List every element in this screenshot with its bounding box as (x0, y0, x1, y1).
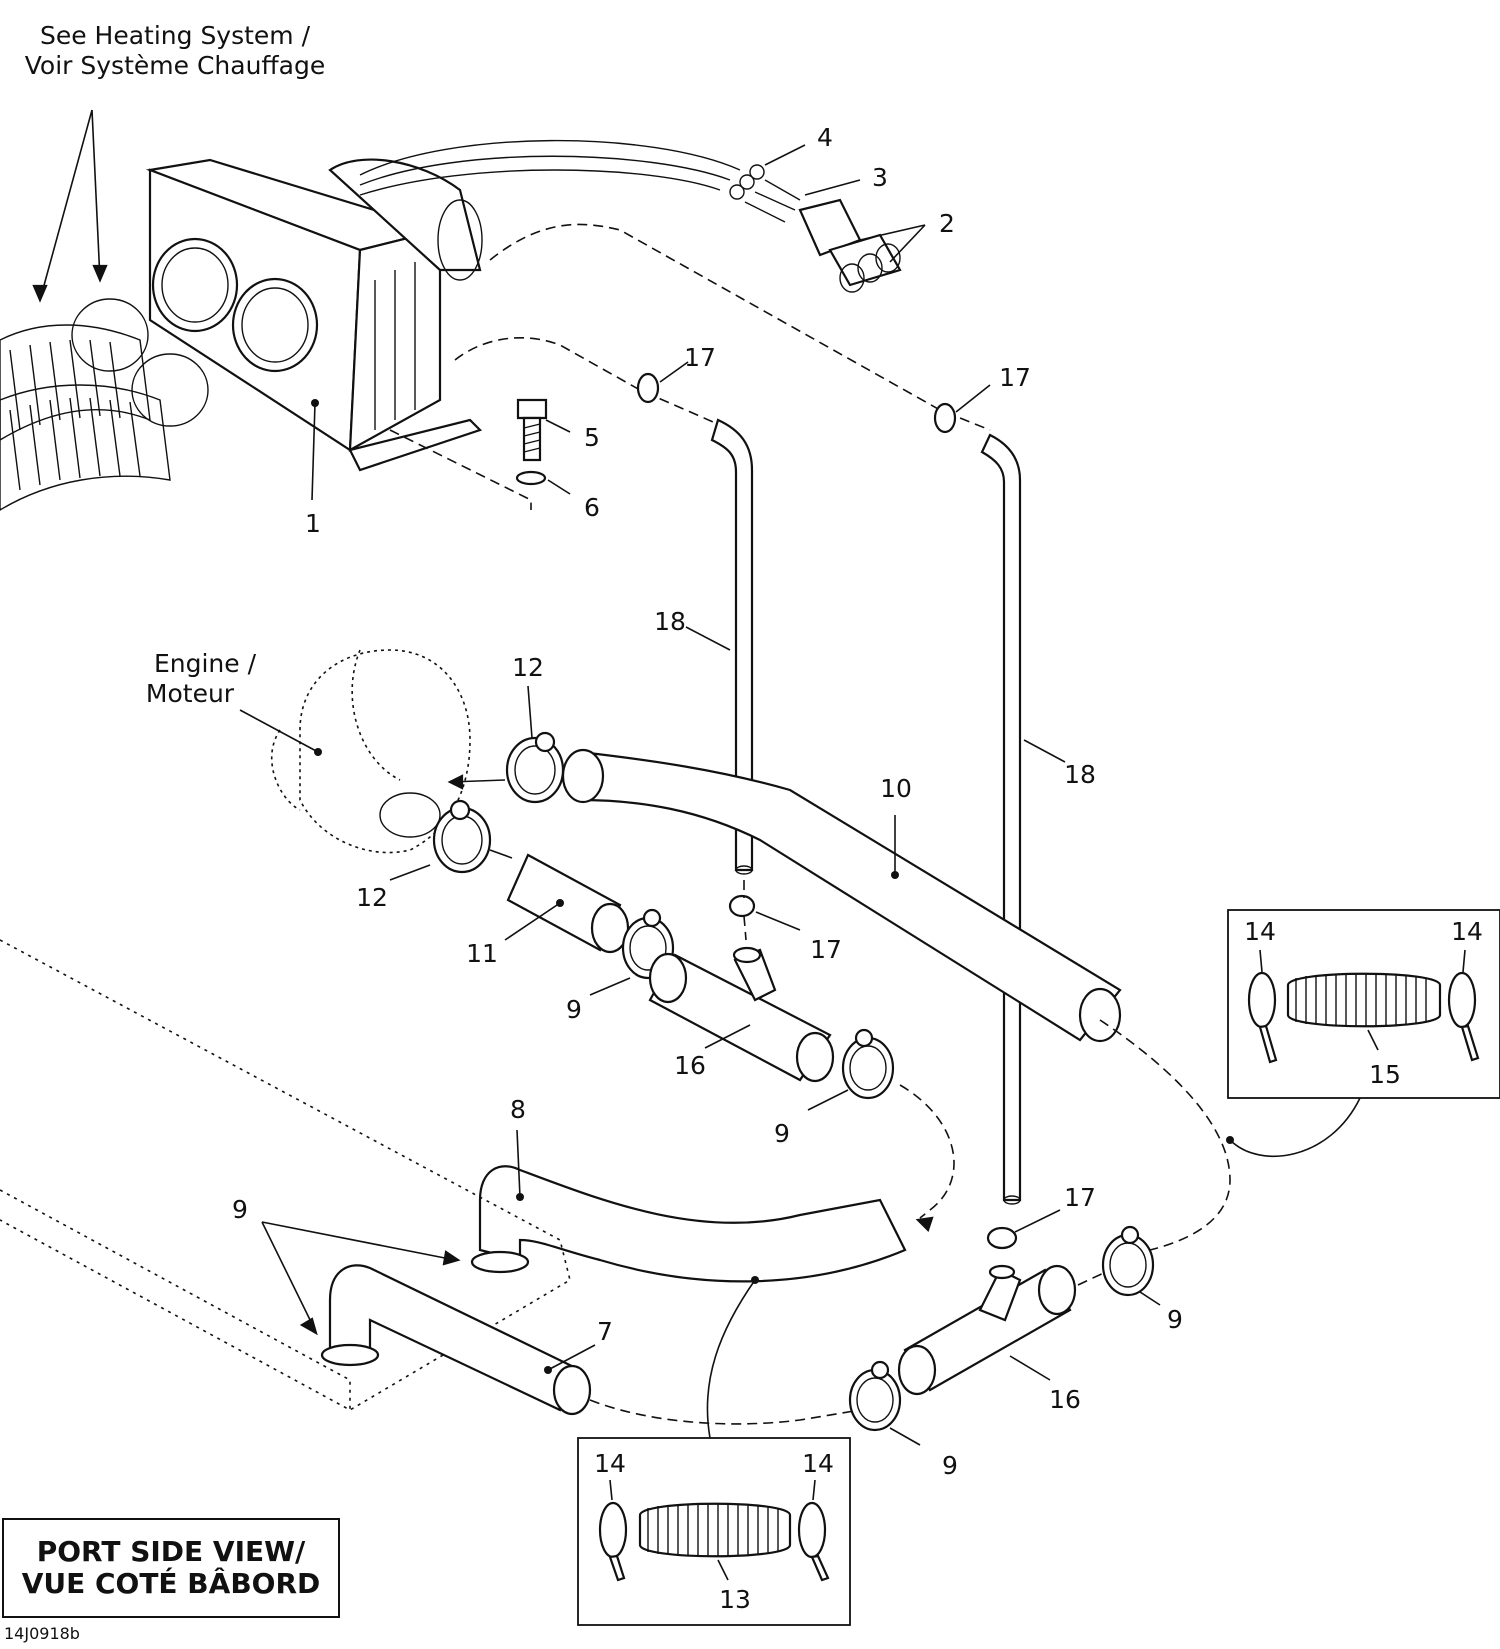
clamp-17-lower (986, 1226, 1018, 1250)
view-label-line1: PORT SIDE VIEW/ (36, 1535, 306, 1568)
clamp-9-hose7 (320, 1343, 380, 1367)
base-plate-outline (0, 939, 571, 1411)
hose-clamp-14-left-a (598, 1501, 628, 1559)
callout-16-lower: 16 (1049, 1385, 1081, 1414)
callout-4: 4 (817, 123, 833, 152)
callout-6: 6 (584, 493, 600, 522)
callout-7: 7 (597, 1317, 613, 1346)
hose-7 (328, 1264, 582, 1412)
callout-9-lower-right: 9 (1167, 1305, 1183, 1334)
view-label-line2: VUE COTÉ BÂBORD (21, 1567, 321, 1600)
bolt (516, 398, 548, 462)
duct-clamp-lower (131, 353, 209, 427)
leader-arrowheads (32, 264, 108, 303)
heating-system-note-line1: See Heating System / (40, 21, 311, 50)
callout-12-upper: 12 (512, 653, 544, 682)
hose-18-left (710, 418, 754, 872)
callout-14-box15-left: 14 (1244, 917, 1276, 946)
heater-unit (145, 158, 483, 472)
duct-clamp-upper (71, 298, 149, 372)
hose-clamp-14-left-b (1247, 971, 1277, 1029)
connector-assembly (729, 164, 902, 293)
hose-15 (1286, 972, 1442, 1028)
clamp-17-upper-left (636, 372, 660, 404)
callout-17-middle: 17 (810, 935, 842, 964)
hose-18-right (980, 433, 1022, 1202)
callout-13: 13 (719, 1585, 751, 1614)
callout-14-box13-left: 14 (594, 1449, 626, 1478)
callout-14-box13-right: 14 (802, 1449, 834, 1478)
clamp-17-upper-right (933, 402, 957, 434)
clamp-9-hose8 (470, 1250, 530, 1274)
engine-note-line2: Moteur (146, 679, 235, 708)
callout-12-lower: 12 (356, 883, 388, 912)
heater-wires (359, 139, 741, 196)
callout-1: 1 (305, 509, 321, 538)
callout-5: 5 (584, 423, 600, 452)
clamp-17-middle (728, 894, 756, 918)
hose-13 (638, 1502, 792, 1558)
callout-8: 8 (510, 1095, 526, 1124)
view-label-box: PORT SIDE VIEW/ VUE COTÉ BÂBORD (2, 1518, 340, 1618)
callout-17-upper-left: 17 (684, 343, 716, 372)
hose-clamp-14-right-b (1447, 971, 1477, 1029)
callout-18-right: 18 (1064, 760, 1096, 789)
callout-9-lower-mid: 9 (942, 1451, 958, 1480)
callout-17-upper-right: 17 (999, 363, 1031, 392)
callout-10: 10 (880, 774, 912, 803)
engine-outline (270, 649, 471, 854)
washer (515, 470, 547, 486)
callout-17-lower: 17 (1064, 1183, 1096, 1212)
callout-18-left: 18 (654, 607, 686, 636)
callout-14-box15-right: 14 (1451, 917, 1483, 946)
hose-clamp-14-right-a (797, 1501, 827, 1559)
routing-line-right (489, 223, 991, 431)
engine-note-line1: Engine / (154, 649, 257, 678)
callout-9-mid-right: 9 (774, 1119, 790, 1148)
callout-16-upper: 16 (674, 1051, 706, 1080)
t-fitting-16-lower (897, 1264, 1077, 1396)
callout-9-left: 9 (232, 1195, 248, 1224)
figure-code: 14J0918b (4, 1624, 80, 1643)
callout-2: 2 (939, 209, 955, 238)
callout-3: 3 (872, 163, 888, 192)
callout-9-upper: 9 (566, 995, 582, 1024)
t-fitting-16-upper (648, 946, 835, 1083)
hose-8 (478, 1165, 907, 1283)
heating-system-note-line2: Voir Système Chauffage (25, 51, 325, 80)
routing-line-left (454, 337, 721, 426)
heating-note-leader (39, 109, 101, 301)
callout-15: 15 (1369, 1060, 1401, 1089)
callout-11: 11 (466, 939, 498, 968)
